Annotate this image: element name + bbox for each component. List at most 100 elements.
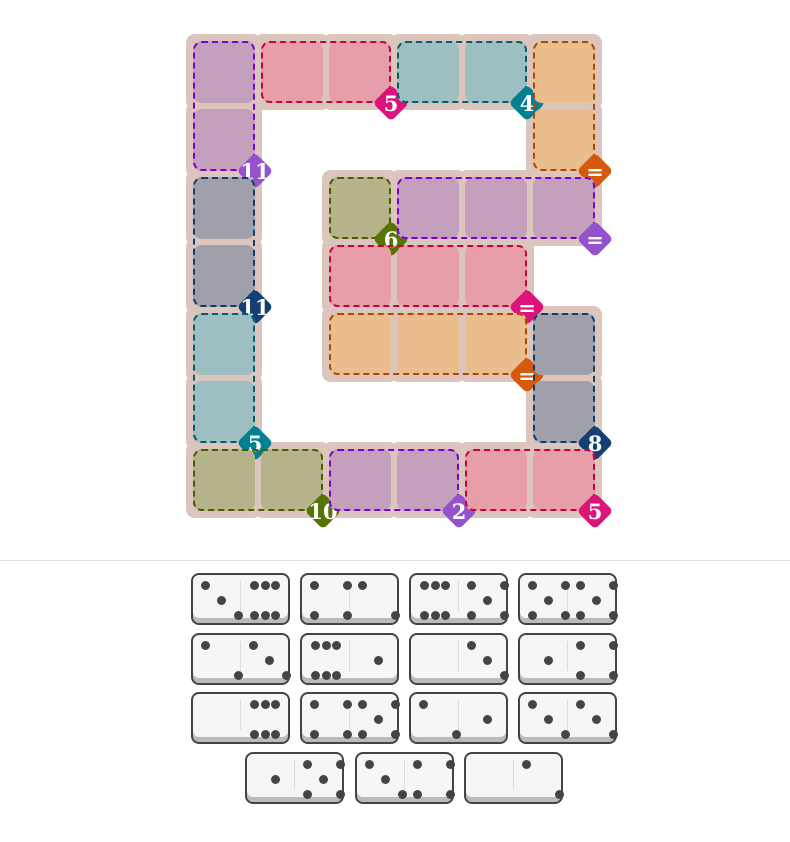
pip-dot — [451, 730, 461, 739]
domino-piece[interactable] — [409, 633, 509, 685]
pip-dot — [271, 700, 280, 709]
domino-divider — [404, 760, 405, 790]
board-cell[interactable] — [397, 245, 459, 307]
pip-dot — [260, 581, 270, 590]
board-cell[interactable] — [465, 313, 527, 375]
pip-dot — [467, 611, 476, 620]
board-cell[interactable] — [397, 41, 459, 103]
board-cell[interactable] — [193, 41, 255, 103]
board-cell[interactable] — [329, 41, 391, 103]
domino-piece[interactable] — [355, 752, 455, 804]
pip-dot — [528, 581, 537, 590]
pip-dot — [250, 700, 259, 709]
board-cell[interactable] — [329, 313, 391, 375]
board-cell[interactable] — [533, 449, 595, 511]
pip-dot — [233, 611, 243, 620]
constraint-label: = — [518, 294, 536, 320]
domino-piece[interactable] — [191, 633, 291, 685]
pip-dot — [544, 656, 554, 665]
board-cell[interactable] — [329, 177, 391, 239]
pip-dot — [342, 611, 352, 620]
board-cell[interactable] — [533, 313, 595, 375]
pip-dot — [544, 596, 554, 605]
domino-piece[interactable] — [518, 633, 618, 685]
board-cell[interactable] — [397, 177, 459, 239]
board-cell[interactable] — [193, 109, 255, 171]
board-cell[interactable] — [465, 41, 527, 103]
constraint-label: 8 — [587, 430, 603, 456]
board-cell[interactable] — [329, 449, 391, 511]
domino-divider — [240, 581, 241, 611]
region-outline — [261, 41, 391, 103]
board-cell[interactable] — [397, 313, 459, 375]
domino-piece[interactable] — [300, 633, 399, 685]
pip-dot — [445, 760, 455, 769]
pip-dot — [342, 581, 352, 590]
pip-dot — [201, 641, 210, 650]
pip-dot — [483, 656, 493, 665]
pip-dot — [249, 641, 258, 650]
domino-piece[interactable] — [409, 692, 508, 744]
domino-divider — [294, 760, 295, 790]
constraint-label: 5 — [383, 90, 399, 116]
domino-piece[interactable] — [191, 573, 290, 625]
domino-piece[interactable] — [409, 573, 509, 625]
board-cell[interactable] — [397, 449, 459, 511]
board-cell[interactable] — [465, 245, 527, 307]
pip-dot — [265, 656, 275, 665]
pip-dot — [319, 775, 329, 784]
board-cell[interactable] — [465, 449, 527, 511]
board-cell[interactable] — [193, 245, 255, 307]
board-cell[interactable] — [193, 177, 255, 239]
pip-dot — [217, 596, 227, 605]
board-cell[interactable] — [465, 177, 527, 239]
domino-piece[interactable] — [245, 752, 345, 804]
pip-dot — [390, 611, 400, 620]
domino-divider — [567, 700, 568, 730]
region-constraint-badge: 2 — [440, 492, 478, 530]
board-cell[interactable] — [329, 245, 391, 307]
board-cell[interactable] — [533, 41, 595, 103]
pip-dot — [430, 581, 440, 590]
domino-piece[interactable] — [518, 692, 618, 744]
board-cell[interactable] — [533, 109, 595, 171]
domino-divider — [458, 581, 459, 611]
domino-piece[interactable] — [464, 752, 564, 804]
pip-dot — [419, 700, 428, 709]
pip-dot — [365, 760, 374, 769]
domino-piece[interactable] — [191, 692, 290, 744]
pip-dot — [374, 656, 384, 665]
region-outline — [193, 449, 323, 511]
region-constraint-badge: 5 — [372, 84, 410, 122]
region-outline — [329, 449, 459, 511]
pip-dot — [560, 730, 570, 739]
pip-dot — [335, 760, 345, 769]
pip-dot — [576, 611, 585, 620]
domino-piece[interactable] — [518, 573, 618, 625]
region-constraint-badge: = — [576, 220, 614, 258]
pip-dot — [310, 700, 319, 709]
region-outline — [465, 449, 595, 511]
board-cell[interactable] — [193, 381, 255, 443]
board-cell[interactable] — [261, 41, 323, 103]
domino-piece[interactable] — [300, 692, 400, 744]
domino-divider — [349, 641, 350, 671]
pip-dot — [499, 611, 509, 620]
region-constraint-badge: 5 — [576, 492, 614, 530]
domino-divider — [240, 700, 241, 730]
domino-piece[interactable] — [300, 573, 400, 625]
pip-dot — [528, 700, 537, 709]
pip-dot — [281, 671, 291, 680]
board-cell[interactable] — [533, 177, 595, 239]
pip-dot — [303, 760, 312, 769]
pip-dot — [390, 730, 400, 739]
board-cell[interactable] — [261, 449, 323, 511]
constraint-label: = — [586, 158, 604, 184]
region-outline — [193, 177, 255, 307]
board-cell[interactable] — [193, 449, 255, 511]
board-cell[interactable] — [533, 381, 595, 443]
board-cell[interactable] — [193, 313, 255, 375]
region-constraint-badge: 4 — [508, 84, 546, 122]
pip-dot — [413, 760, 422, 769]
